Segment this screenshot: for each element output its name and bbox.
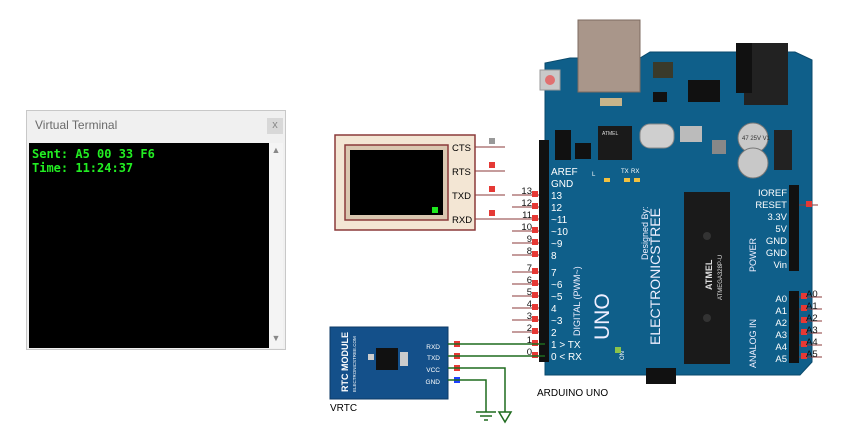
reset-pin-marker — [806, 201, 812, 207]
vt-pin-label: RTS — [452, 167, 471, 178]
svg-text:5: 5 — [527, 287, 532, 298]
svg-text:1: 1 — [527, 335, 532, 346]
power-header-labels: IOREF RESET 3.3V 5V GND GND Vin — [755, 188, 787, 271]
designed-by-label: Designed By: — [640, 206, 650, 260]
svg-text:A0: A0 — [775, 294, 787, 305]
svg-text:2: 2 — [527, 323, 532, 334]
digital-title: DIGITAL (PWM~) — [572, 266, 582, 336]
vertical-scrollbar[interactable]: ▲ ▼ — [269, 143, 283, 348]
svg-text:3.3V: 3.3V — [767, 212, 787, 223]
window-title: Virtual Terminal — [35, 118, 118, 132]
led-label: RX — [631, 169, 639, 175]
vt-pin-label: RXD — [452, 215, 472, 226]
rtc-subtitle: ELECTRONICSTREE.COM — [352, 336, 357, 392]
power-title: POWER — [748, 237, 758, 272]
rtc-pin-label: GND — [426, 379, 441, 386]
svg-text:A4: A4 — [806, 337, 818, 348]
analog-pin-stubs[interactable] — [799, 293, 822, 359]
pin-label: 8 — [551, 251, 557, 262]
arduino-label: ARDUINO UNO — [537, 388, 608, 399]
digital-pin-numbers: 13 12 11 10 9 8 7 6 5 4 3 2 1 0 — [521, 186, 532, 358]
svg-text:RESET: RESET — [755, 200, 787, 211]
svg-text:A0: A0 — [806, 289, 818, 300]
pin-label: ~5 — [551, 292, 563, 303]
rtc-module[interactable]: RTC MODULE ELECTRONICSTREE.COM RXD TXD V… — [329, 326, 460, 400]
svg-text:4: 4 — [527, 299, 532, 310]
svg-text:6: 6 — [527, 275, 532, 286]
svg-text:10: 10 — [521, 222, 532, 233]
pin-label: ~11 — [551, 215, 568, 226]
svg-text:12: 12 — [521, 198, 532, 209]
svg-text:5V: 5V — [775, 224, 787, 235]
wires[interactable] — [448, 343, 545, 412]
svg-text:11: 11 — [522, 210, 532, 221]
pin-label: 2 — [551, 328, 557, 339]
chip-brand: ATMEL — [704, 259, 714, 290]
svg-text:A1: A1 — [806, 301, 818, 312]
pin-label: ~10 — [551, 227, 568, 238]
analog-header-labels: A0 A1 A2 A3 A4 A5 — [775, 294, 787, 365]
led-label: ON — [620, 351, 626, 360]
small-chip-brand: ATMEL — [602, 131, 619, 137]
svg-text:0: 0 — [527, 347, 532, 358]
cap-label: 47 25V V1 — [742, 136, 771, 142]
svg-text:A3: A3 — [775, 330, 787, 341]
pin-label: ~3 — [551, 316, 563, 327]
pin-label: ~6 — [551, 280, 563, 291]
rtc-label: VRTC — [330, 403, 357, 414]
rtc-pin-label: RXD — [426, 344, 440, 351]
digital-header-labels: AREF GND 13 12 ~11 ~10 ~9 8 7 ~6 ~5 4 ~3… — [551, 167, 582, 363]
rtc-title: RTC MODULE — [340, 332, 350, 392]
terminal-output[interactable]: Sent: A5 00 33 F6 Time: 11:24:37 — [29, 143, 269, 348]
pin-label: 0 < RX — [551, 352, 582, 363]
pin-label: 13 — [551, 191, 563, 202]
uno-label: UNO — [591, 293, 614, 340]
svg-text:A2: A2 — [775, 318, 787, 329]
arduino-board[interactable]: ATMEL 47 25V V1 ATMEL ATMEGA328P-U UNO E… — [539, 19, 813, 384]
scroll-down-icon[interactable]: ▼ — [271, 333, 281, 343]
rtc-pin-label: TXD — [427, 355, 440, 362]
svg-text:Vin: Vin — [773, 260, 787, 271]
svg-text:8: 8 — [527, 246, 532, 257]
chip-model: ATMEGA328P-U — [718, 255, 724, 300]
svg-text:GND: GND — [766, 248, 787, 259]
svg-text:A5: A5 — [806, 349, 818, 360]
pin-label: 7 — [551, 268, 557, 279]
svg-text:3: 3 — [527, 311, 532, 322]
vt-pin-label: CTS — [452, 143, 471, 154]
vt-pin-label: TXD — [452, 191, 471, 202]
digital-pin-stubs[interactable] — [512, 191, 539, 358]
pin-label: GND — [551, 179, 573, 190]
vt-symbol[interactable]: CTS RTS TXD RXD — [334, 134, 545, 231]
svg-text:9: 9 — [527, 234, 532, 245]
svg-text:A1: A1 — [775, 306, 787, 317]
analog-outer-labels: A0 A1 A2 A3 A4 A5 — [806, 289, 818, 360]
svg-text:7: 7 — [527, 263, 532, 274]
ground-symbols — [476, 411, 513, 424]
brand-label: ELECTRONICSTREE — [647, 208, 663, 345]
svg-text:GND: GND — [766, 236, 787, 247]
virtual-terminal-window[interactable]: Virtual Terminal x Sent: A5 00 33 F6 Tim… — [26, 110, 286, 350]
scroll-up-icon[interactable]: ▲ — [271, 145, 281, 155]
svg-text:IOREF: IOREF — [758, 188, 787, 199]
svg-text:A5: A5 — [775, 354, 787, 365]
terminal-line: Sent: A5 00 33 F6 — [32, 147, 155, 161]
close-button[interactable]: x — [267, 118, 283, 134]
rtc-pin-label: VCC — [426, 367, 440, 374]
svg-text:A4: A4 — [775, 342, 787, 353]
led-label: TX — [621, 169, 629, 175]
analog-title: ANALOG IN — [748, 319, 758, 368]
pin-label: 4 — [551, 304, 557, 315]
pin-label: 1 > TX — [551, 340, 581, 351]
terminal-line: Time: 11:24:37 — [32, 161, 134, 175]
svg-text:A2: A2 — [806, 313, 818, 324]
pin-label: AREF — [551, 167, 578, 178]
led-label: L — [592, 172, 596, 178]
svg-text:A3: A3 — [806, 325, 818, 336]
pin-label: 12 — [551, 203, 563, 214]
pin-label: ~9 — [551, 239, 563, 250]
svg-text:13: 13 — [521, 186, 532, 197]
